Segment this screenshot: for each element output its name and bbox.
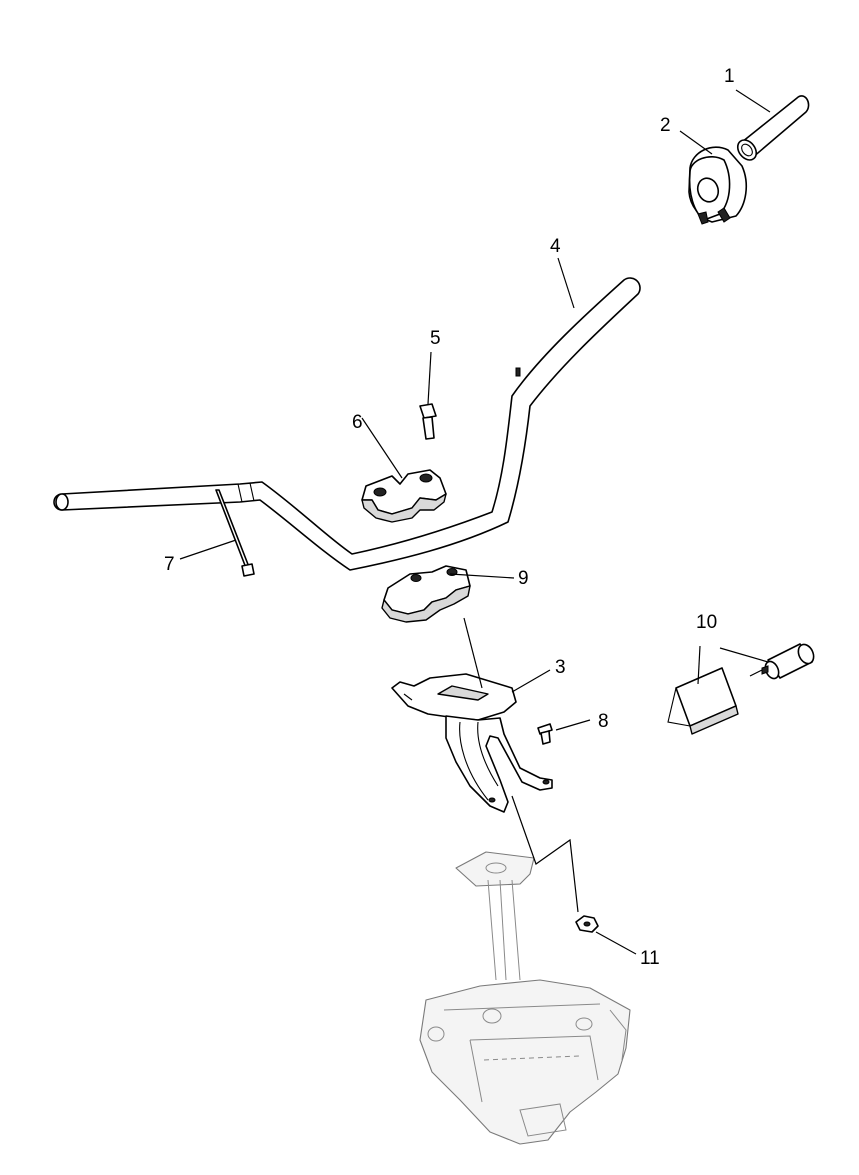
- callout-1: 1: [724, 66, 735, 87]
- part-3-mounting-bracket[interactable]: [391, 673, 553, 813]
- assembly-lines: [463, 617, 763, 913]
- callout-6: 6: [352, 412, 363, 433]
- part-5-bolt[interactable]: [419, 403, 437, 440]
- part-10-plug[interactable]: [667, 642, 817, 735]
- callout-8: 8: [598, 711, 609, 732]
- callout-5: 5: [430, 328, 441, 349]
- part-7-long-bolt[interactable]: [215, 489, 255, 577]
- leader-lines: [179, 89, 771, 955]
- callout-3: 3: [555, 657, 566, 678]
- part-6-upper-clamp[interactable]: [361, 469, 447, 523]
- callout-4: 4: [550, 236, 561, 257]
- part-1-grip-tube[interactable]: [734, 95, 810, 164]
- callout-10: 10: [696, 612, 717, 633]
- part-8-small-bolt[interactable]: [537, 723, 553, 745]
- callout-9: 9: [518, 568, 529, 589]
- part-9-lower-clamp[interactable]: [381, 565, 471, 623]
- callout-7: 7: [164, 554, 175, 575]
- part-2-switch-housing[interactable]: [688, 146, 748, 225]
- part-11-nut[interactable]: [575, 915, 599, 933]
- callout-2: 2: [660, 115, 671, 136]
- callout-11: 11: [640, 948, 660, 969]
- frame-steering-column: [419, 851, 631, 1145]
- part-4-handlebar[interactable]: [53, 277, 641, 571]
